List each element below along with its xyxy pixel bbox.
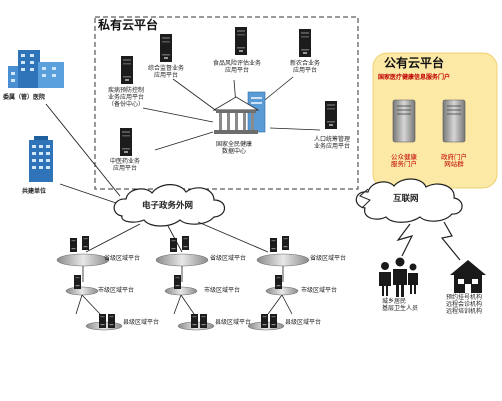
public-health-server-icon [392, 99, 416, 143]
lightning-link [359, 188, 371, 209]
left-links [45, 103, 123, 206]
egov-cloud-label: 电子政务外网 [142, 201, 194, 211]
server-icon [299, 29, 311, 57]
joint-unit-label: 共建单位 [22, 188, 47, 195]
node-label-supervision: 综合监督业务 应用平台 [147, 65, 184, 79]
server-icon [235, 27, 247, 55]
node-label-food-risk: 食品风险评估业务 应用平台 [212, 60, 261, 74]
province-label: 省级区域平台 [310, 255, 347, 262]
city-label: 市级区域平台 [98, 287, 135, 294]
hospital-building-icon [8, 50, 64, 88]
county-label: 县级区域平台 [285, 319, 322, 326]
private-cloud-title: 私有云平台 [98, 18, 159, 32]
node-label-ncms: 新农合业务 应用平台 [289, 60, 320, 74]
internet-cloud-label: 互联网 [393, 194, 419, 204]
province-label: 省级区域平台 [210, 255, 247, 262]
server-icon [325, 101, 337, 129]
public-cloud-title: 公有云平台 [384, 56, 445, 70]
node-label-tcm: 中医药业务 应用平台 [109, 158, 140, 172]
gov-portal-label: 政府门户 网站群 [441, 153, 467, 169]
lightning-link [396, 223, 414, 257]
region-tree [56, 236, 123, 331]
datacenter-building-icon [212, 91, 266, 134]
joint-unit-building-icon [29, 136, 53, 182]
server-icon [120, 128, 132, 156]
county-label: 县级区域平台 [123, 319, 160, 326]
city-label: 市级区域平台 [301, 287, 338, 294]
region-tree [247, 236, 310, 331]
hospital-label: 委属（管）医院 [3, 94, 46, 101]
house-icon [450, 260, 486, 293]
county-label: 县级区域平台 [215, 319, 252, 326]
orgs-label: 预约挂号机构 远程会诊机构 远程培训机构 [446, 294, 483, 315]
node-label-population: 人口统筹管理 业务应用平台 [313, 136, 350, 150]
city-label: 市级区域平台 [204, 287, 241, 294]
region-tree [155, 236, 215, 331]
public-portal-title: 国家医疗健康信息服务门户 [378, 74, 451, 81]
province-label: 省级区域平台 [104, 255, 141, 262]
internet-cloud-icon [355, 178, 463, 223]
people-icon [379, 257, 418, 297]
datacenter-links [142, 76, 321, 151]
public-health-portal-label: 公众健康 服务门户 [391, 153, 417, 169]
server-icon [160, 34, 172, 62]
gov-portal-server-icon [442, 99, 466, 143]
private-cloud-boundary [94, 16, 359, 190]
datacenter-label: 国家全民健康 数据中心 [215, 141, 252, 155]
people-label: 城乡居民 基层卫生人员 [382, 298, 419, 312]
egov-cloud-icon [113, 184, 226, 227]
node-label-cdc: 疾病预防控制 业务应用平台 （备份中心） [107, 87, 144, 108]
server-icon [121, 56, 133, 84]
lightning-link [440, 221, 461, 261]
